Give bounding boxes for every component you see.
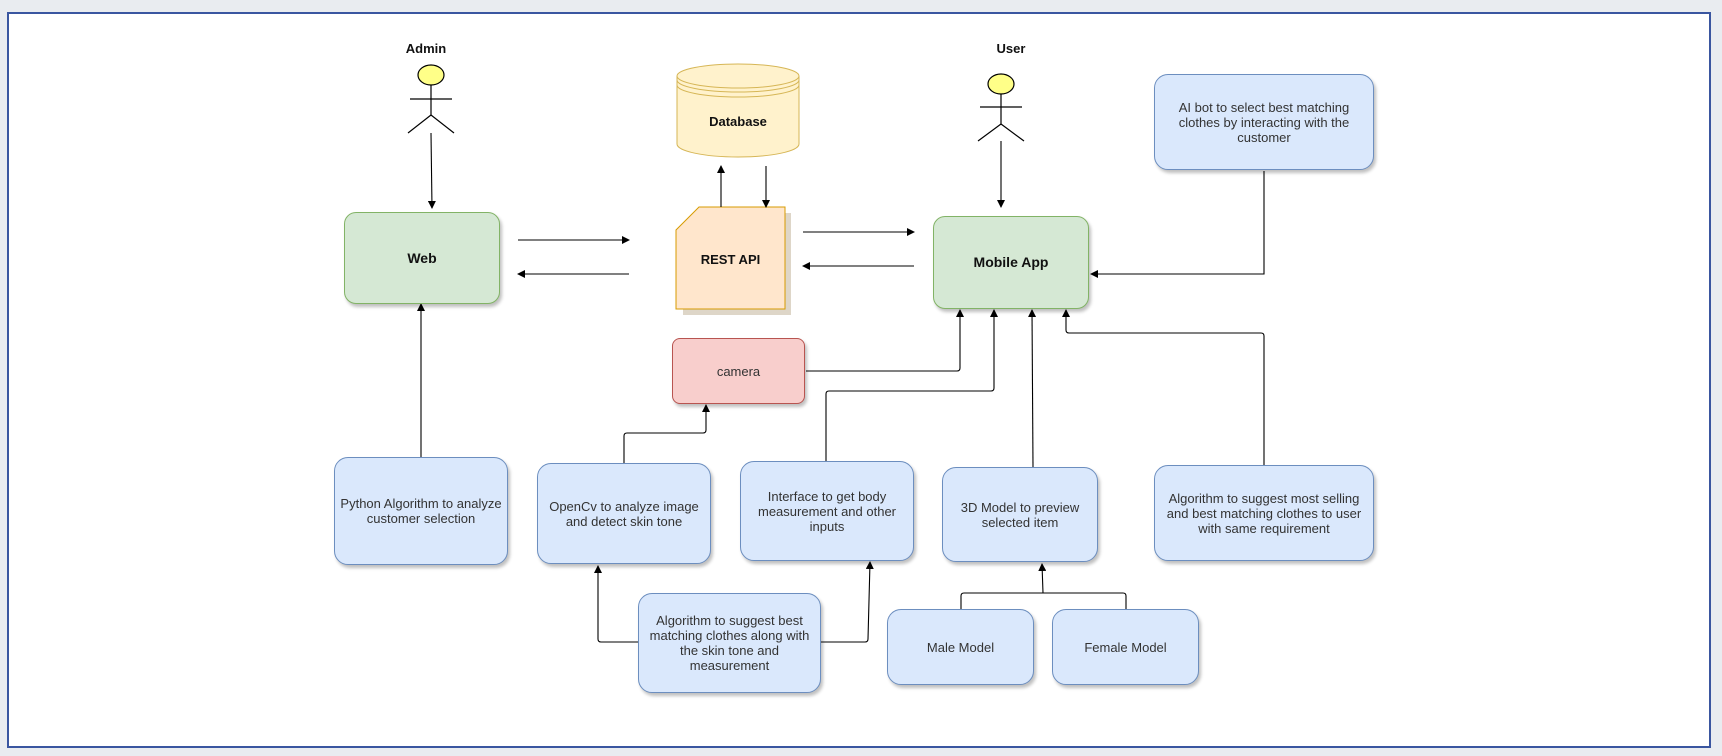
edge-skin-opencv — [594, 565, 638, 643]
user-label: User — [996, 41, 1026, 56]
web-node: Web — [344, 212, 500, 304]
3d-model-node: 3D Model to preview selected item — [942, 467, 1098, 562]
male-model-node: Male Model — [887, 609, 1034, 685]
edge-3d-mobile — [1028, 309, 1037, 468]
edge-models-3d-stem — [1038, 563, 1047, 594]
database-label: Database — [709, 113, 767, 129]
suggest-skin-node: Algorithm to suggest best matching cloth… — [638, 593, 821, 693]
diagram-frame — [7, 12, 1711, 748]
female-model-node: Female Model — [1052, 609, 1199, 685]
edge-opencv-camera — [623, 404, 710, 463]
database-shape — [676, 63, 800, 158]
python-algorithm-node: Python Algorithm to analyze customer sel… — [334, 457, 508, 565]
edge-selling-mobile — [1062, 309, 1265, 465]
rest-api-shape — [675, 206, 791, 315]
admin-label: Admin — [405, 41, 447, 56]
body-interface-node: Interface to get body measurement and ot… — [740, 461, 914, 561]
mobile-app-node: Mobile App — [933, 216, 1089, 309]
admin-actor-icon — [407, 64, 455, 134]
edge-aibot-mobile — [1090, 171, 1265, 278]
rest-api-label: REST API — [700, 251, 761, 267]
ai-bot-node: AI bot to select best matching clothes b… — [1154, 74, 1374, 170]
opencv-node: OpenCv to analyze image and detect skin … — [537, 463, 711, 564]
edge-models-3d — [960, 592, 1127, 609]
edge-body-mobile — [825, 309, 998, 461]
edge-camera-mobile — [806, 309, 964, 372]
camera-node: camera — [672, 338, 805, 404]
edge-skin-body — [821, 561, 874, 643]
suggest-selling-node: Algorithm to suggest most selling and be… — [1154, 465, 1374, 561]
user-actor-icon — [977, 73, 1025, 142]
edge-admin-web — [427, 132, 436, 209]
